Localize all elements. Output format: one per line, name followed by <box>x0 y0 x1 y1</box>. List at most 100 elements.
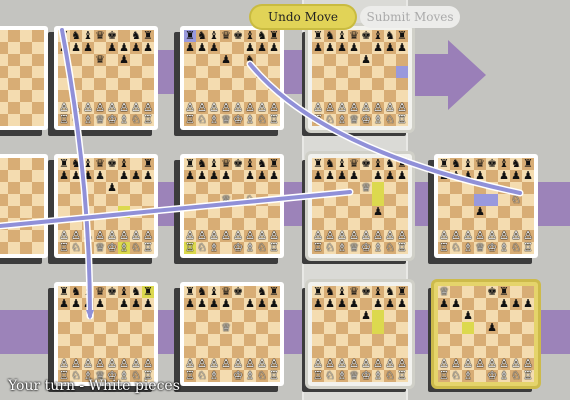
board-square[interactable] <box>220 370 232 382</box>
board-square[interactable] <box>82 334 94 346</box>
board-square[interactable] <box>58 66 70 78</box>
chess-piece-black-p[interactable]: ♟ <box>118 53 130 66</box>
board-square[interactable] <box>220 346 232 358</box>
chess-piece-white-p[interactable]: ♙ <box>220 229 232 242</box>
chess-piece-white-k[interactable]: ♔ <box>486 369 498 382</box>
board-square[interactable] <box>348 182 360 194</box>
chess-piece-white-p[interactable]: ♙ <box>118 357 130 370</box>
board-square[interactable] <box>184 206 196 218</box>
chess-piece-white-b[interactable]: ♗ <box>118 241 130 254</box>
board-square[interactable] <box>208 194 220 206</box>
chess-piece-black-r[interactable]: ♜ <box>142 157 154 170</box>
chess-piece-black-k[interactable]: ♚ <box>360 29 372 42</box>
board-square[interactable] <box>312 78 324 90</box>
board-square[interactable] <box>462 182 474 194</box>
chess-piece-white-p[interactable]: ♙ <box>142 357 154 370</box>
chess-board[interactable] <box>0 30 44 126</box>
chess-piece-black-k[interactable]: ♚ <box>486 157 498 170</box>
board-square[interactable] <box>396 206 408 218</box>
chess-piece-black-b[interactable]: ♝ <box>372 285 384 298</box>
board-square[interactable] <box>142 206 154 218</box>
chess-piece-black-p[interactable]: ♟ <box>268 41 280 54</box>
board-square[interactable] <box>8 66 20 78</box>
board-square[interactable] <box>232 90 244 102</box>
board-square[interactable] <box>208 206 220 218</box>
board-square[interactable] <box>498 322 510 334</box>
chess-piece-white-p[interactable]: ♙ <box>142 229 154 242</box>
board-square[interactable] <box>522 218 534 230</box>
board-square[interactable] <box>372 182 384 194</box>
chess-piece-white-p[interactable]: ♙ <box>438 357 450 370</box>
board-square[interactable] <box>20 242 32 254</box>
chess-piece-black-r[interactable]: ♜ <box>312 285 324 298</box>
chess-piece-black-p[interactable]: ♟ <box>336 297 348 310</box>
chess-piece-black-p[interactable]: ♟ <box>396 297 408 310</box>
board-square[interactable] <box>486 170 498 182</box>
chess-piece-black-k[interactable]: ♚ <box>232 29 244 42</box>
chess-piece-black-r[interactable]: ♜ <box>312 29 324 42</box>
board-square[interactable] <box>94 194 106 206</box>
board-square[interactable] <box>70 78 82 90</box>
chess-piece-white-r[interactable]: ♖ <box>396 241 408 254</box>
board-square[interactable] <box>360 346 372 358</box>
board-square[interactable] <box>244 66 256 78</box>
chess-piece-white-r[interactable]: ♖ <box>58 369 70 382</box>
chess-piece-white-p[interactable]: ♙ <box>256 357 268 370</box>
chess-board[interactable]: ♜♞♝♛♚♝♞♜♟♟♟♟♟♟♟♙♙♙♙♙♙♙♙♖♘♗♕♔♗♘♖ <box>58 286 154 382</box>
board-square[interactable] <box>130 334 142 346</box>
chess-piece-black-p[interactable]: ♟ <box>256 297 268 310</box>
board-square[interactable] <box>232 322 244 334</box>
chess-piece-black-p[interactable]: ♟ <box>82 169 94 182</box>
board-square[interactable] <box>20 66 32 78</box>
chess-piece-white-b[interactable]: ♗ <box>336 241 348 254</box>
chess-piece-black-p[interactable]: ♟ <box>70 41 82 54</box>
chess-board[interactable]: ♜♞♝♛♚♝♞♜♟♟♟♟♟♟♟♟♙♙♙♙♙♙♙♙♖♘♗♕♔♗♘♖ <box>312 30 408 126</box>
board-square[interactable] <box>142 310 154 322</box>
board-square[interactable] <box>184 322 196 334</box>
chess-piece-white-k[interactable]: ♔ <box>106 113 118 126</box>
chess-piece-black-p[interactable]: ♟ <box>256 41 268 54</box>
board-square[interactable] <box>268 310 280 322</box>
board-square[interactable] <box>184 334 196 346</box>
chess-piece-black-q[interactable]: ♛ <box>348 285 360 298</box>
board-square[interactable] <box>486 182 498 194</box>
chess-piece-black-q[interactable]: ♛ <box>94 53 106 66</box>
board-square[interactable] <box>232 298 244 310</box>
board-square[interactable] <box>70 66 82 78</box>
board-square[interactable] <box>70 322 82 334</box>
board-square[interactable] <box>522 206 534 218</box>
chess-piece-black-p[interactable]: ♟ <box>208 297 220 310</box>
chess-piece-white-p[interactable]: ♙ <box>232 229 244 242</box>
board-square[interactable] <box>450 182 462 194</box>
chess-piece-black-n[interactable]: ♞ <box>244 53 256 66</box>
chess-piece-black-b[interactable]: ♝ <box>244 29 256 42</box>
chess-piece-white-n[interactable]: ♘ <box>510 241 522 254</box>
chess-piece-black-p[interactable]: ♟ <box>462 309 474 322</box>
board-square[interactable] <box>384 182 396 194</box>
chess-board[interactable]: ♕♚♜♟♟♟♟♟♟♟♙♙♙♙♙♙♙♙♖♘♗♔♗♘♖ <box>438 286 534 382</box>
chess-piece-white-p[interactable]: ♙ <box>498 229 510 242</box>
board-square[interactable] <box>8 78 20 90</box>
board-square[interactable] <box>130 322 142 334</box>
board-b-r0-c0[interactable] <box>0 26 48 130</box>
chess-piece-black-b[interactable]: ♝ <box>208 157 220 170</box>
board-square[interactable] <box>8 90 20 102</box>
board-square[interactable] <box>32 54 44 66</box>
chess-piece-black-p[interactable]: ♟ <box>256 169 268 182</box>
board-square[interactable] <box>450 194 462 206</box>
board-square[interactable] <box>324 206 336 218</box>
board-square[interactable] <box>396 310 408 322</box>
board-square[interactable] <box>130 78 142 90</box>
chess-piece-black-p[interactable]: ♟ <box>184 169 196 182</box>
board-square[interactable] <box>450 218 462 230</box>
board-square[interactable] <box>312 322 324 334</box>
board-b-r2-c4[interactable]: ♕♚♜♟♟♟♟♟♟♟♙♙♙♙♙♙♙♙♖♘♗♔♗♘♖ <box>434 282 538 386</box>
board-square[interactable] <box>244 78 256 90</box>
chess-piece-black-p[interactable]: ♟ <box>450 297 462 310</box>
board-square[interactable] <box>196 206 208 218</box>
board-square[interactable] <box>32 114 44 126</box>
chess-piece-white-p[interactable]: ♙ <box>268 357 280 370</box>
chess-piece-black-p[interactable]: ♟ <box>58 297 70 310</box>
chess-piece-white-r[interactable]: ♖ <box>438 241 450 254</box>
board-square[interactable] <box>312 346 324 358</box>
